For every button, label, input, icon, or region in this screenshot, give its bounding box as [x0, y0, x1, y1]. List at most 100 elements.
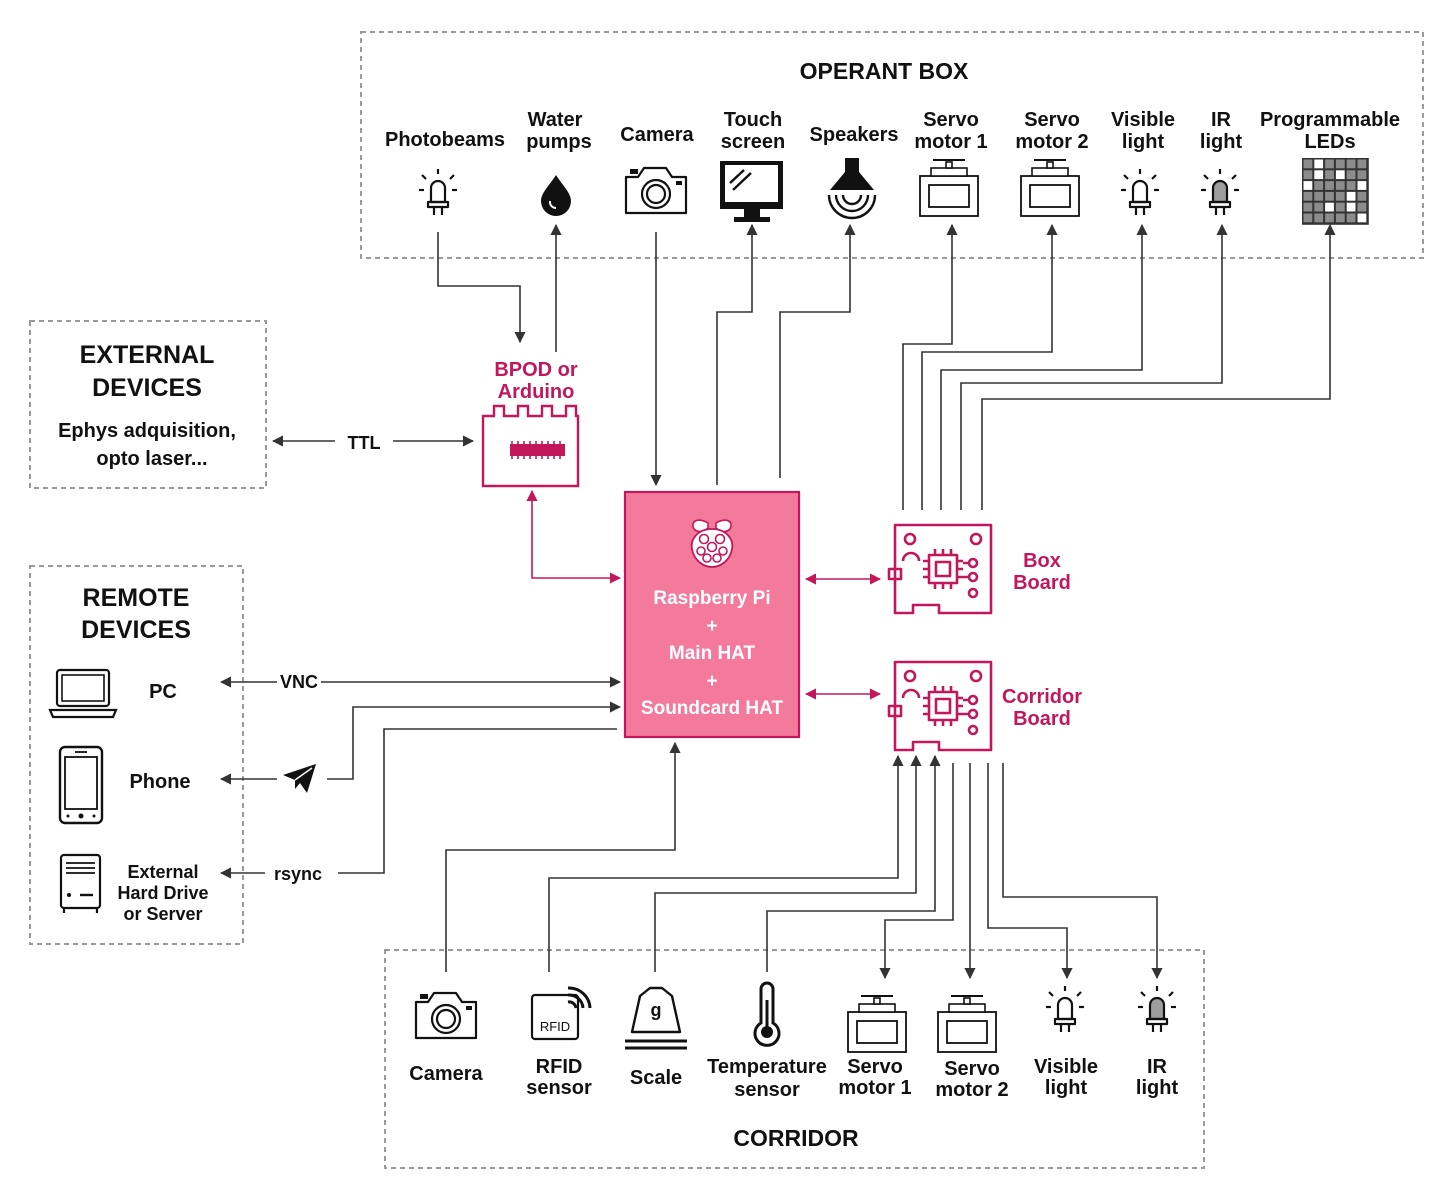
corridor-label-rfid-2: sensor — [526, 1077, 592, 1099]
pi-label-1: Raspberry Pi — [653, 588, 770, 609]
arduino-board-icon — [481, 404, 580, 488]
corridor-board-icon — [887, 660, 993, 752]
external-devices-title-1: EXTERNAL — [80, 341, 215, 369]
thermometer-icon — [753, 981, 781, 1047]
device-label-servo1-1: Servo — [923, 109, 979, 131]
device-label-visible-light-1: Visible — [1111, 109, 1175, 131]
wire-corridor-camera-pi — [445, 741, 681, 972]
device-label-water-pumps-1: Water — [528, 109, 583, 131]
external-devices-border — [29, 320, 267, 489]
external-devices-title-2: DEVICES — [92, 374, 202, 402]
telegram-icon — [283, 764, 316, 793]
photobeam-led-icon — [417, 167, 459, 217]
corridor-label-temperature-1: Temperature — [707, 1056, 827, 1078]
wire-corridorboard-ir-light — [1002, 763, 1163, 980]
storage-label-2: Hard Drive — [117, 883, 208, 903]
ttl-label: TTL — [348, 433, 381, 453]
server-icon — [59, 853, 102, 913]
corridor-label-visible-light-1: Visible — [1034, 1056, 1098, 1078]
ir-led-icon — [1199, 167, 1241, 217]
camera-icon — [414, 991, 478, 1040]
phone-label: Phone — [129, 771, 190, 793]
external-devices-desc-2: opto laser... — [96, 448, 207, 470]
camera-icon — [624, 166, 688, 215]
wire-scale-corridorboard — [654, 754, 922, 972]
corridor-label-scale: Scale — [630, 1067, 682, 1089]
box-board-label-2: Board — [1013, 572, 1071, 594]
servo-icon — [1020, 159, 1080, 217]
wire-bpod-pi — [526, 489, 622, 584]
device-label-speakers: Speakers — [810, 124, 899, 146]
corridor-label-rfid-1: RFID — [536, 1056, 583, 1078]
corridor-title: CORRIDOR — [733, 1125, 859, 1151]
device-label-ir-light-2: light — [1200, 131, 1243, 153]
servo-icon — [937, 995, 997, 1053]
monitor-icon — [720, 161, 783, 222]
remote-devices-title-1: REMOTE — [83, 584, 190, 612]
device-label-programmable-leds-2: LEDs — [1304, 131, 1355, 153]
pc-label: PC — [149, 681, 177, 703]
ir-led-icon — [1136, 984, 1178, 1034]
device-label-water-pumps-2: pumps — [526, 131, 592, 153]
wire-rfid-corridorboard — [548, 754, 904, 972]
device-label-photobeams: Photobeams — [385, 129, 505, 151]
servo-icon — [919, 159, 979, 217]
corridor-label-servo1-2: motor 1 — [838, 1077, 911, 1099]
corridor-label-ir-light-2: light — [1136, 1077, 1179, 1099]
corridor-label-servo1-1: Servo — [847, 1056, 903, 1078]
scale-icon-text: g — [651, 1000, 662, 1020]
bpod-label-1: BPOD or — [494, 359, 578, 381]
corridor-label-servo2-2: motor 2 — [935, 1079, 1008, 1101]
pi-label-plus-2: + — [706, 671, 717, 692]
device-label-visible-light-2: light — [1122, 131, 1165, 153]
rsync-label: rsync — [274, 864, 322, 884]
wire-corridorboard-visible-light — [987, 763, 1073, 980]
vnc-label: VNC — [280, 672, 318, 692]
operant-box-border — [360, 31, 1424, 259]
led-icon — [1044, 984, 1086, 1034]
wire-boxboard-ir-light — [960, 223, 1228, 510]
device-label-servo2-2: motor 2 — [1015, 131, 1088, 153]
raspberry-pi-logo-icon — [690, 519, 734, 568]
led-matrix-icon — [1302, 158, 1369, 225]
device-label-touch-screen-1: Touch — [724, 109, 783, 131]
operant-box-title: OPERANT BOX — [800, 58, 969, 84]
water-drop-icon — [541, 175, 571, 216]
box-board-label-1: Box — [1023, 550, 1061, 572]
device-label-touch-screen-2: screen — [721, 131, 786, 153]
wire-photobeams-bpod — [437, 232, 526, 344]
pi-label-plus-1: + — [706, 616, 717, 637]
box-board-icon — [887, 523, 993, 615]
corridor-label-servo2-1: Servo — [944, 1058, 1000, 1080]
corridor-label-temperature-2: sensor — [734, 1079, 800, 1101]
device-label-programmable-leds-1: Programmable — [1260, 109, 1400, 131]
wire-corridorboard-servo1 — [879, 763, 954, 980]
remote-devices-title-2: DEVICES — [81, 616, 191, 644]
wire-telegram-pi — [327, 701, 622, 780]
led-icon — [1119, 167, 1161, 217]
speaker-icon — [827, 158, 877, 220]
wire-temperature-corridorboard — [766, 754, 941, 972]
device-label-servo1-2: motor 1 — [914, 131, 987, 153]
pi-label-2: Main HAT — [669, 643, 756, 664]
corridor-label-ir-light-1: IR — [1147, 1056, 1168, 1078]
phone-icon — [58, 745, 104, 825]
storage-label-3: or Server — [123, 904, 202, 924]
corridor-board-label-1: Corridor — [1002, 686, 1082, 708]
device-label-camera: Camera — [620, 124, 694, 146]
laptop-icon — [48, 668, 118, 719]
storage-label-1: External — [127, 862, 198, 882]
device-label-ir-light-1: IR — [1211, 109, 1232, 131]
pi-label-3: Soundcard HAT — [641, 698, 784, 719]
wire-boxboard-visible-light — [940, 223, 1148, 510]
wire-pi-touch-screen — [716, 223, 758, 485]
rfid-icon-text: RFID — [540, 1019, 570, 1034]
wire-boxboard-programmable-leds — [981, 223, 1336, 510]
device-label-servo2-1: Servo — [1024, 109, 1080, 131]
corridor-label-camera: Camera — [409, 1063, 483, 1085]
external-devices-desc-1: Ephys adquisition, — [58, 420, 236, 442]
corridor-board-label-2: Board — [1013, 708, 1071, 730]
scale-icon: g — [625, 986, 687, 1050]
wire-pi-rsync — [338, 728, 617, 874]
